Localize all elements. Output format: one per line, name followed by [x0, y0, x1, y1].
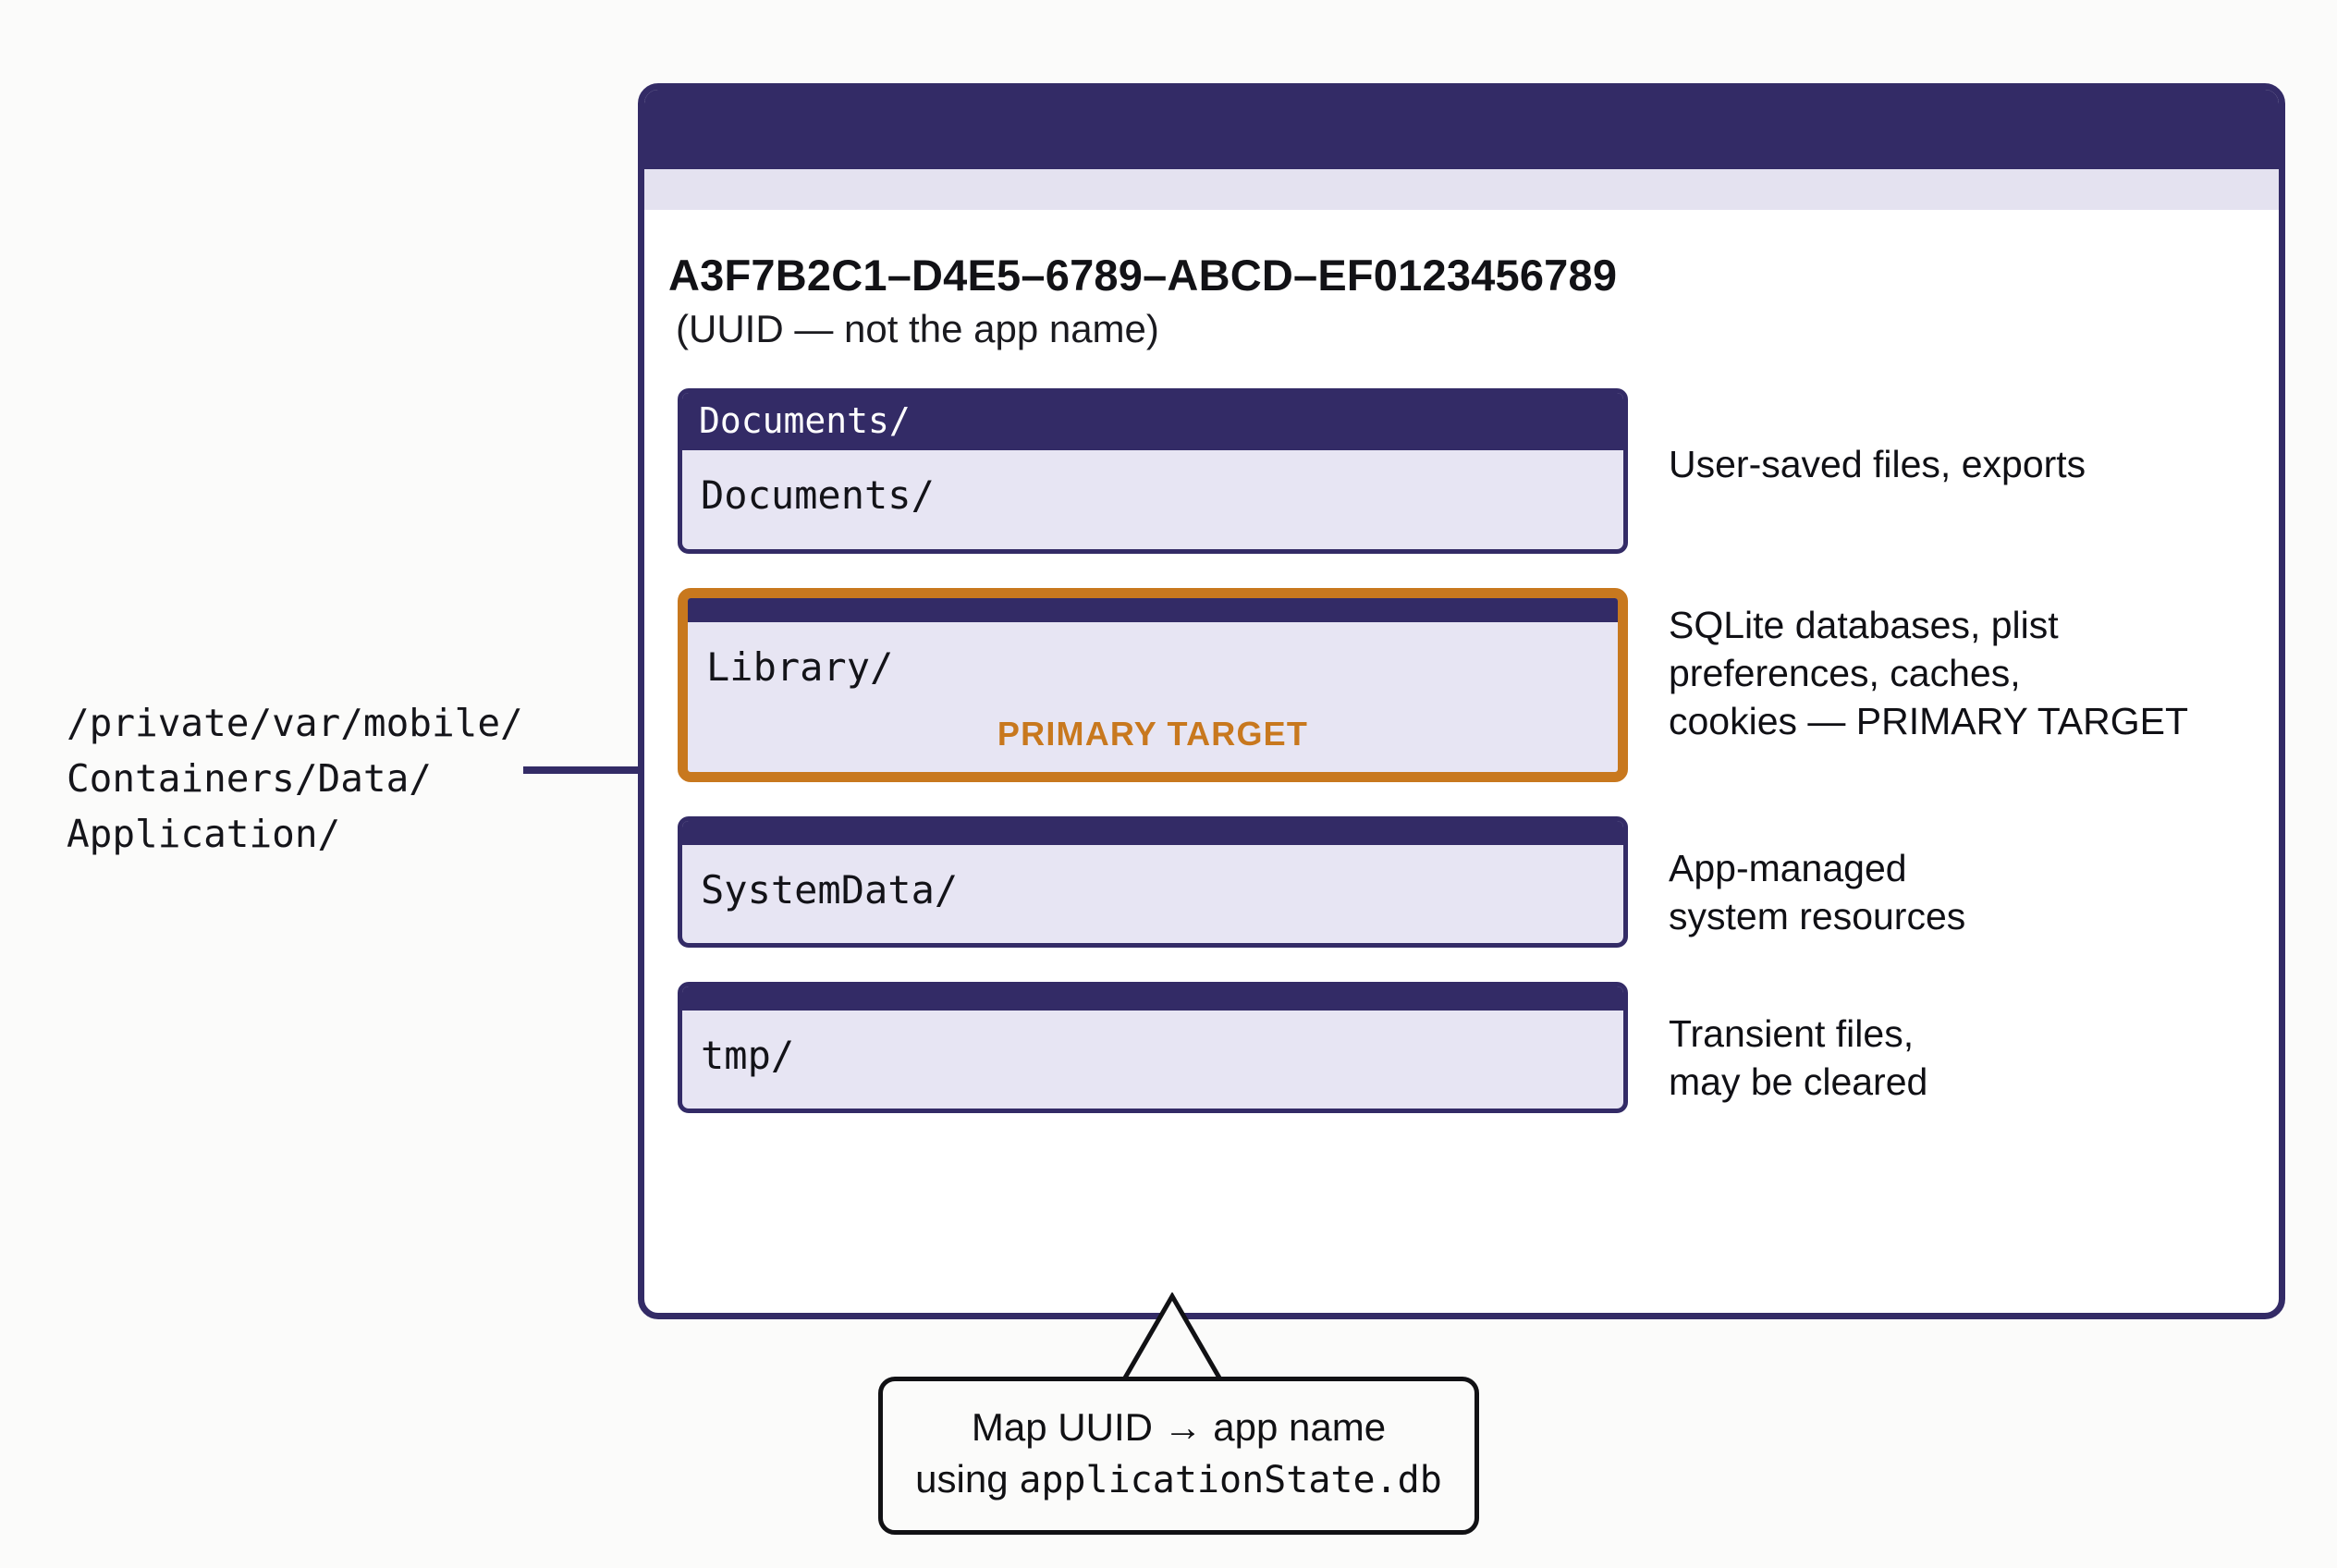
folder-list: Documents/ Documents/ User-saved files, …	[644, 388, 2279, 1114]
primary-target-badge: PRIMARY TARGET	[997, 714, 1309, 753]
card-sub-bar	[644, 169, 2279, 210]
folder-note-documents: User-saved files, exports	[1669, 443, 2086, 486]
folder-row-tmp[interactable]: tmp/ Transient files, may be cleared	[678, 982, 1927, 1114]
folder-row-documents[interactable]: Documents/ Documents/ User-saved files, …	[678, 388, 2086, 554]
callout-line-2: using applicationState.db	[901, 1453, 1456, 1506]
uuid-mapping-callout: Map UUID → app name using applicationSta…	[878, 1377, 1479, 1535]
folder-note-systemdata: App-managed system resources	[1669, 846, 1966, 937]
uuid-block: A3F7B2C1–D4E5–6789–ABCD–EF0123456789 (UU…	[644, 210, 2279, 349]
folder-box-tmp: tmp/	[678, 982, 1628, 1114]
card-body: A3F7B2C1–D4E5–6789–ABCD–EF0123456789 (UU…	[644, 210, 2279, 1114]
folder-box-systemdata: SystemData/	[678, 815, 1628, 948]
folder-note-tmp: Transient files, may be cleared	[1669, 1012, 1928, 1103]
callout-pointer-icon	[1121, 1292, 1223, 1381]
folder-box-library: Library/ PRIMARY TARGET	[678, 587, 1628, 782]
path-connector-line	[523, 766, 642, 774]
folder-row-library[interactable]: Library/ PRIMARY TARGET SQLite databases…	[678, 587, 2188, 782]
uuid-note: (UUID — not the app name)	[676, 307, 1159, 351]
app-data-container-card: A3F7B2C1–D4E5–6789–ABCD–EF0123456789 (UU…	[638, 83, 2285, 1319]
uuid-value: A3F7B2C1–D4E5–6789–ABCD–EF0123456789	[668, 251, 1618, 300]
folder-name-library: Library/	[706, 643, 894, 690]
folder-header-library	[688, 597, 1618, 622]
card-title-bar	[644, 90, 2279, 169]
folder-note-library: SQLite databases, plist preferences, cac…	[1669, 603, 2189, 742]
folder-header-documents: Documents/	[682, 393, 1623, 451]
folder-name-systemdata: SystemData/	[701, 866, 959, 913]
folder-header-tmp	[682, 986, 1623, 1011]
callout-line-1: Map UUID → app name	[971, 1405, 1387, 1449]
callout-line-2-prefix: using	[915, 1457, 1020, 1501]
folder-row-systemdata[interactable]: SystemData/ App-managed system resources	[678, 815, 1965, 948]
folder-name-tmp: tmp/	[701, 1033, 795, 1078]
container-path-label: /private/var/mobile/ Containers/Data/ Ap…	[67, 701, 523, 856]
callout-db-filename: applicationState.db	[1019, 1459, 1442, 1501]
folder-box-documents: Documents/ Documents/	[678, 388, 1628, 554]
folder-name-documents: Documents/	[701, 472, 935, 519]
folder-header-systemdata	[682, 820, 1623, 845]
